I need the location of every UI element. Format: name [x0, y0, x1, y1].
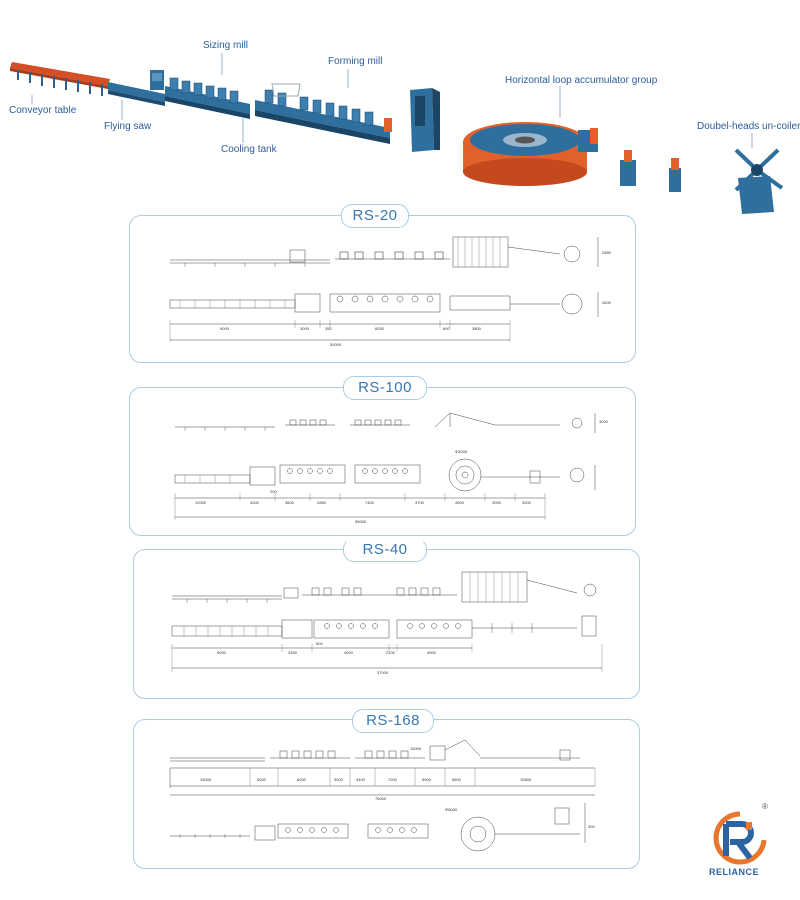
dim-rs20-3: 8250: [375, 326, 385, 331]
callout-cooling-tank: Cooling tank: [221, 144, 277, 155]
layout-drawing-rs-40: 500 9000 3350 4000 2100 4000 37000: [171, 571, 603, 675]
production-line-illustration: [10, 53, 784, 214]
dim-rs20-2: 350: [325, 326, 332, 331]
dim-rs100-4: 7400: [365, 500, 375, 505]
panel-rs-100: [129, 387, 636, 536]
shear-welder-tower: [410, 88, 440, 152]
forming-mill-machine: [255, 83, 392, 144]
panel-rs-40: [133, 549, 640, 699]
callout-forming-mill: Forming mill: [328, 56, 383, 67]
panel-title-rs-20: RS-20: [341, 204, 409, 228]
layout-drawing-rs-20: 9000 3000 350 8250 600 3800 30000 2850 2…: [169, 236, 612, 347]
logo-brand-text: RELIANCE: [709, 867, 760, 877]
dim-rs100-small: 200: [270, 489, 277, 494]
dim-rs100-5: 3700: [415, 500, 425, 505]
dim-rs100-side-0: 3000: [599, 419, 609, 424]
layout-drawing-rs-100: Φ4000 200 12000 4000 3600 2850 7400 3700…: [174, 412, 609, 524]
loop-accumulator-machine: [463, 122, 598, 186]
dim-rs40-4: 4000: [427, 650, 437, 655]
dim-rs20-side-1: 2600: [602, 300, 612, 305]
panel-title-rs-168: RS-168: [352, 709, 434, 733]
dim-rs100-0: 12000: [195, 500, 207, 505]
dim-rs168-4: 3400: [356, 777, 366, 782]
dim-rs168-2: 6000: [297, 777, 307, 782]
dim-rs168-small: 300: [588, 824, 595, 829]
dim-rs168-6: 5900: [422, 777, 432, 782]
dim-rs100-2: 3600: [285, 500, 295, 505]
auxiliary-stands: [620, 150, 681, 192]
dim-rs168-3: 3000: [334, 777, 344, 782]
dim-rs40-2: 4000: [344, 650, 354, 655]
panel-rs-168: [133, 719, 640, 869]
dim-rs20-1: 3000: [300, 326, 310, 331]
layout-drawing-rs-168: 15000 5000 6000 3000 3400 7200 5900 5600…: [169, 739, 595, 852]
dim-rs40-3: 2100: [386, 650, 396, 655]
dim-rs40-total: 37000: [377, 670, 389, 675]
panel-rs-20: [129, 215, 636, 363]
dim-rs168-5: 7200: [388, 777, 398, 782]
dim-rs40-0: 9000: [217, 650, 227, 655]
dim-rs168-total: 76000: [375, 796, 387, 801]
dim-rs20-side-0: 2850: [602, 250, 612, 255]
dim-rs168-0: 15000: [200, 777, 212, 782]
dim-rs100-6: 4500: [455, 500, 465, 505]
sizing-mill-machine: [165, 77, 250, 119]
callout-accumulator: Horizontal loop accumulator group: [505, 75, 658, 86]
dim-rs100-coil: Φ4000: [455, 449, 468, 454]
conveyor-table-machine: [10, 62, 110, 96]
dim-rs100-7: 3000: [492, 500, 502, 505]
dim-rs20-4: 600: [443, 326, 450, 331]
dim-rs100-1: 4000: [250, 500, 260, 505]
dim-rs100-8: 3000: [522, 500, 532, 505]
panel-title-rs-40: RS-40: [343, 538, 427, 562]
reliance-logo-icon: [713, 811, 767, 865]
double-heads-uncoiler-machine: [734, 148, 784, 214]
dim-rs40-small: 500: [316, 641, 323, 646]
dim-rs20-0: 9000: [220, 326, 230, 331]
dim-rs168-8: 15600: [520, 777, 532, 782]
dim-rs168-1: 5000: [257, 777, 267, 782]
callout-flying-saw: Flying saw: [104, 121, 152, 132]
dim-rs100-total: 55000: [355, 519, 367, 524]
dim-rs168-side-0: 15000: [410, 746, 422, 751]
dim-rs20-total: 30000: [330, 342, 342, 347]
callout-uncoiler: Doubel-heads un-coiler: [697, 121, 800, 132]
logo-mark: ®: [762, 802, 769, 811]
flying-saw-machine: [108, 70, 165, 106]
callout-sizing-mill: Sizing mill: [203, 40, 249, 51]
dim-rs100-3: 2850: [317, 500, 327, 505]
dim-rs40-1: 3350: [288, 650, 298, 655]
dim-rs168-coil: Φ8000: [445, 807, 458, 812]
dim-rs168-7: 5600: [452, 777, 462, 782]
panel-title-rs-100: RS-100: [343, 376, 427, 400]
dim-rs20-5: 3800: [472, 326, 482, 331]
callout-conveyor-table: Conveyor table: [9, 105, 77, 116]
